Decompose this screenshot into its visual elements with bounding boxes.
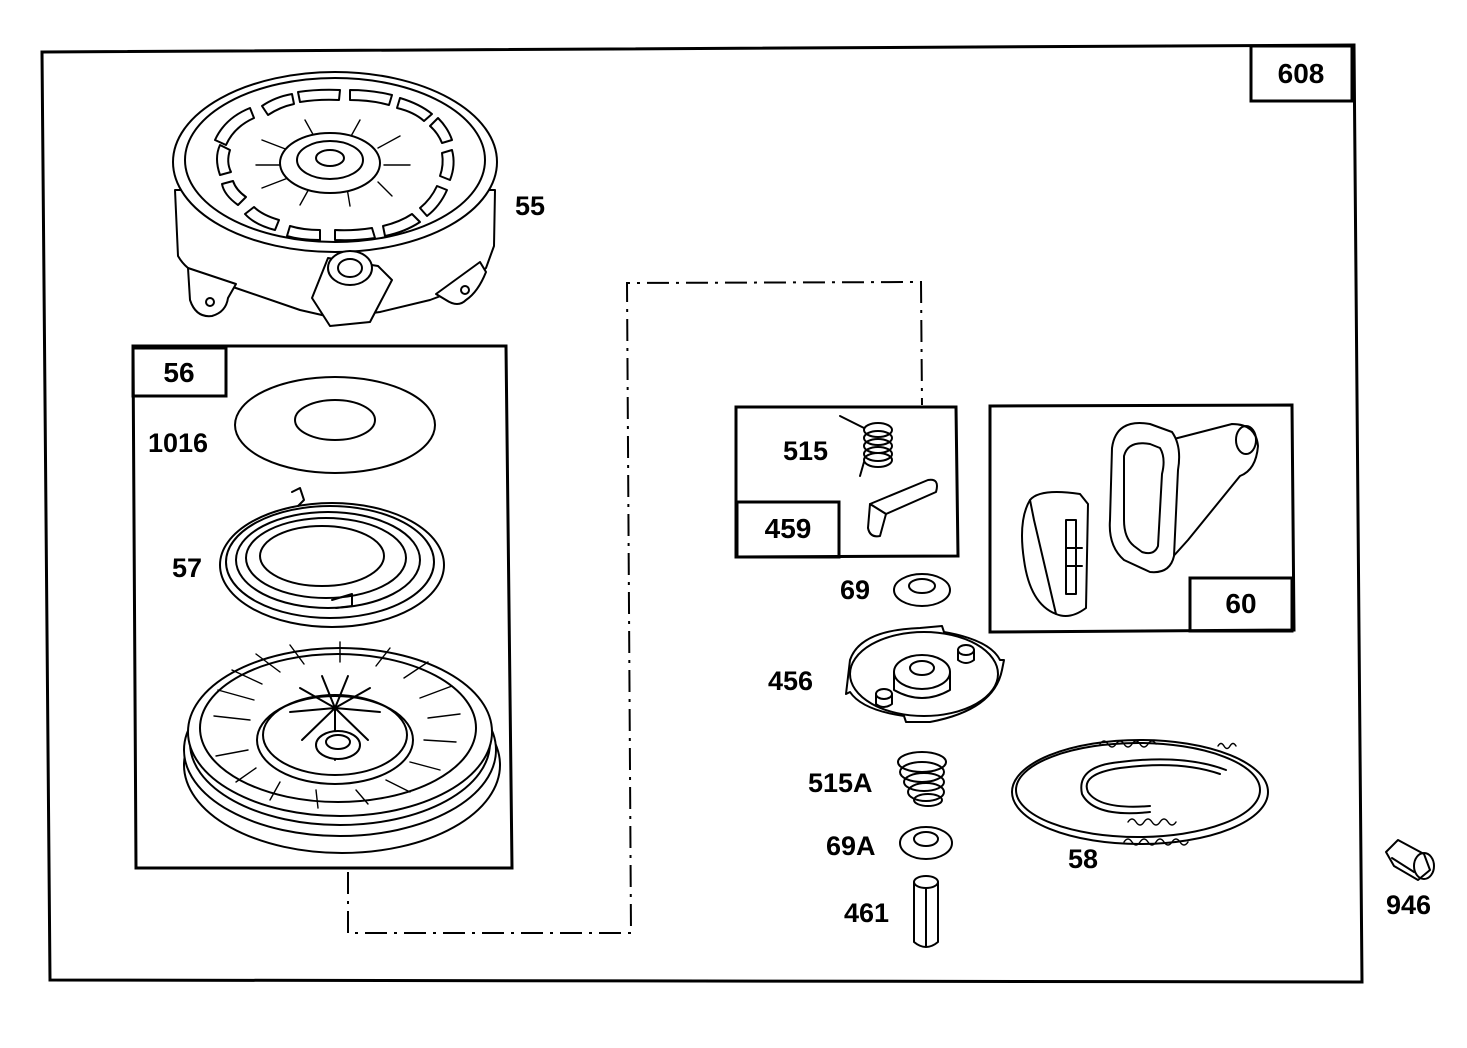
handle-kit-label: 60 [1225,588,1256,619]
washer-69-part [893,573,951,607]
pin-label: 461 [844,898,889,928]
pawl-kit-number-box [735,500,841,559]
rewind-spring-label: 57 [172,553,202,583]
housing-part [172,71,498,327]
pawl-kit-label: 459 [765,513,812,544]
small-spring-part [839,415,893,477]
starter-rope-label: 58 [1068,844,1098,874]
ratchet-label: 456 [768,666,813,696]
large-washer-part [234,376,436,474]
ratchet-part [845,625,1005,723]
starter-rope-part [1011,739,1269,846]
washer-69-label: 69 [840,575,870,605]
assembly-number-label: 608 [1278,58,1325,89]
small-spring-label: 515 [783,436,828,466]
handle-kit-number-box [1188,576,1294,633]
rewind-kit-box [131,344,514,870]
pin-part [913,875,939,948]
washer-69a-label: 69A [826,831,876,861]
handle-insert-part [1021,491,1089,617]
handle-kit-box [988,403,1296,634]
housing-label: 55 [515,191,545,221]
part-946-label: 946 [1386,890,1431,920]
rewind-kit-number-box [131,346,228,398]
spring-515a-part [897,751,947,807]
pulley-part [183,641,501,854]
rewind-kit-label: 56 [163,357,194,388]
diagram-frame [40,43,1364,984]
connector-line [347,280,923,934]
pawl-part [867,478,938,538]
rewind-spring-part [219,487,445,628]
large-washer-label: 1016 [148,428,208,458]
part-946 [1385,839,1435,881]
handle-part [1108,422,1259,574]
assembly-number-box [1249,44,1354,103]
spring-515a-label: 515A [808,768,873,798]
washer-69a-part [899,826,953,860]
